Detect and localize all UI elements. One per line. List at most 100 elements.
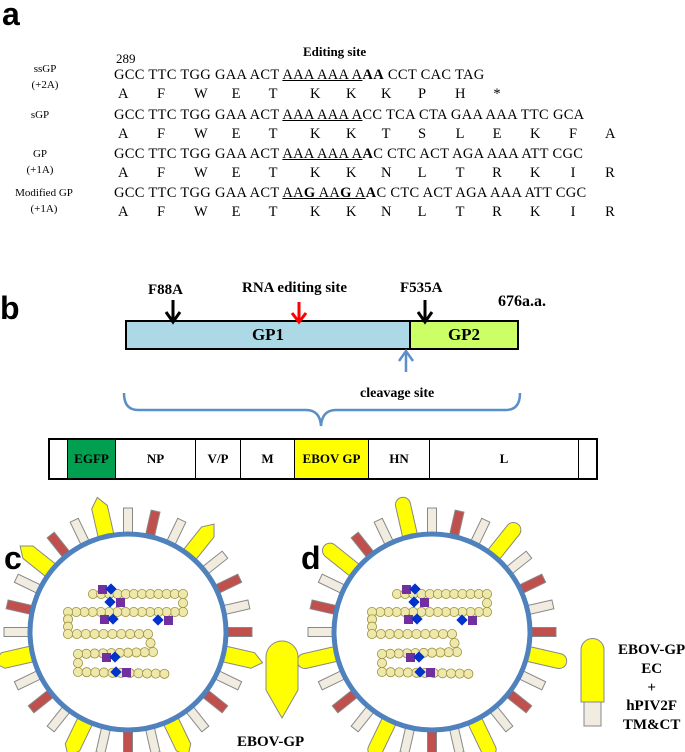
nucleocapsid-bead [73, 649, 84, 660]
amino-acid: A [118, 86, 129, 102]
amino-acid: K [346, 165, 357, 181]
nucleocapsid-bead [80, 629, 91, 640]
chimeric-gp-spike [486, 522, 522, 561]
chimeric-gp-legend-spike [580, 638, 605, 703]
nucleocapsid-bead [481, 598, 492, 609]
amino-acid: F [156, 165, 166, 181]
nucleocapsid-bead [73, 667, 84, 678]
nucleocapsid-bead [438, 629, 449, 640]
amino-acid: K [310, 165, 321, 181]
nucleocapsid-bead [177, 589, 188, 600]
sequence-segment: AAA AAA A [282, 146, 363, 162]
nucleocapsid-bead [375, 629, 386, 640]
f535a-label: F535A [400, 280, 443, 296]
polymerase-diamond [414, 666, 426, 678]
polymerase-square [402, 585, 411, 594]
nucleotide-sequence: GCC TTC TGG GAA ACT AAA AAA ACC TCA CTA … [114, 107, 584, 124]
nucleocapsid-bead [402, 667, 413, 678]
sequence-segment: A [362, 146, 374, 162]
polymerase-diamond [413, 651, 425, 663]
panel-d-label-line: + [647, 679, 656, 696]
nucleocapsid-bead [449, 638, 460, 649]
envelope-protein-red [448, 509, 465, 539]
polymerase-diamond [409, 583, 421, 595]
amino-acid: T [381, 126, 391, 142]
gp1-segment: GP1 [125, 320, 411, 350]
amino-acid: A [118, 165, 129, 181]
nucleocapsid-bead [89, 629, 100, 640]
genome-vp: V/P [196, 440, 241, 478]
genome-ebov-gp: EBOV GP [295, 440, 369, 478]
sequence-row-label: (+1A) [26, 164, 54, 176]
genome-hn: HN [369, 440, 430, 478]
envelope-protein-white [427, 507, 437, 535]
amino-acid: T [268, 204, 278, 220]
amino-acid: K [310, 126, 321, 142]
nucleocapsid-bead [81, 648, 92, 659]
sequence-segment: A [365, 185, 377, 201]
amino-acid: N [381, 204, 392, 220]
sequence-row-label: GP [32, 148, 48, 160]
sequence-segment: GCC TTC TGG GAA ACT [114, 67, 283, 83]
amino-acid: T [268, 86, 278, 102]
nucleocapsid-bead [420, 629, 431, 640]
amino-acid: R [492, 165, 502, 181]
nucleocapsid-bead [159, 668, 170, 679]
sequence-segment: GCC TTC TGG GAA ACT [114, 107, 283, 123]
amino-acid: S [417, 126, 427, 142]
sequence-segment: C CTC ACT AGA AAA ATT CGC [373, 146, 584, 162]
nucleocapsid-bead [435, 647, 446, 658]
nucleocapsid-bead [116, 629, 127, 640]
nucleocapsid-bead [376, 658, 387, 669]
amino-acid: F [156, 86, 166, 102]
panel-d-label: EBOV-GP EC + hPIV2F TM&CT [618, 641, 685, 735]
amino-acid: T [268, 126, 278, 142]
nucleocapsid-bead [366, 629, 377, 640]
genome-l: L [430, 440, 579, 478]
amino-acid: E [231, 165, 241, 181]
gp2-label: GP2 [447, 325, 481, 344]
amino-acid: E [231, 126, 241, 142]
amino-acid: K [530, 165, 541, 181]
nucleocapsid-bead [98, 629, 109, 640]
nucleocapsid-bead [71, 629, 82, 640]
nucleocapsid-bead [134, 629, 145, 640]
gp2-segment: GP2 [409, 320, 519, 350]
amino-acid: K [381, 86, 392, 102]
nucleocapsid-bead [376, 667, 387, 678]
polymerase-diamond [408, 596, 420, 608]
panel-d-letter: d [301, 540, 321, 576]
nucleotide-sequence: GCC TTC TGG GAA ACT AAG AAG AAC CTC ACT … [114, 185, 586, 202]
sequence-segment: AA [282, 185, 304, 201]
polymerase-diamond [411, 613, 423, 625]
sequence-segment: CCT CAC TAG [383, 67, 485, 83]
ebov-gp-spike [91, 496, 115, 539]
editing-site-label: Editing site [303, 44, 367, 59]
panel-d-label-line: EBOV-GP [618, 642, 685, 658]
amino-acid: * [493, 86, 501, 102]
sequence-row-label: ssGP [33, 63, 57, 75]
amino-acid: H [455, 86, 466, 102]
sequence-segment: AAA AAA A [282, 107, 363, 123]
amino-acid: K [310, 204, 321, 220]
polymerase-square [164, 616, 173, 625]
polymerase-square [426, 668, 435, 677]
sequence-segment: GCC TTC TGG GAA ACT [114, 146, 283, 162]
nucleocapsid-bead [446, 629, 457, 640]
envelope-protein-red [225, 627, 253, 637]
amino-acid: R [605, 165, 615, 181]
nucleocapsid-bead [98, 667, 109, 678]
amino-acid: E [231, 204, 241, 220]
amino-acid: E [492, 126, 502, 142]
amino-acid: T [455, 204, 465, 220]
amino-acid: F [156, 204, 166, 220]
amino-acid: A [118, 126, 129, 142]
nucleocapsid-bead [81, 667, 92, 678]
nucleocapsid-bead [394, 667, 405, 678]
nucleocapsid-bead [376, 649, 387, 660]
panel-d-label-line: hPIV2F [626, 698, 678, 715]
amino-acid: K [346, 204, 357, 220]
amino-acid: K [530, 204, 541, 220]
panel-d-label-line: TM&CT [622, 717, 681, 733]
